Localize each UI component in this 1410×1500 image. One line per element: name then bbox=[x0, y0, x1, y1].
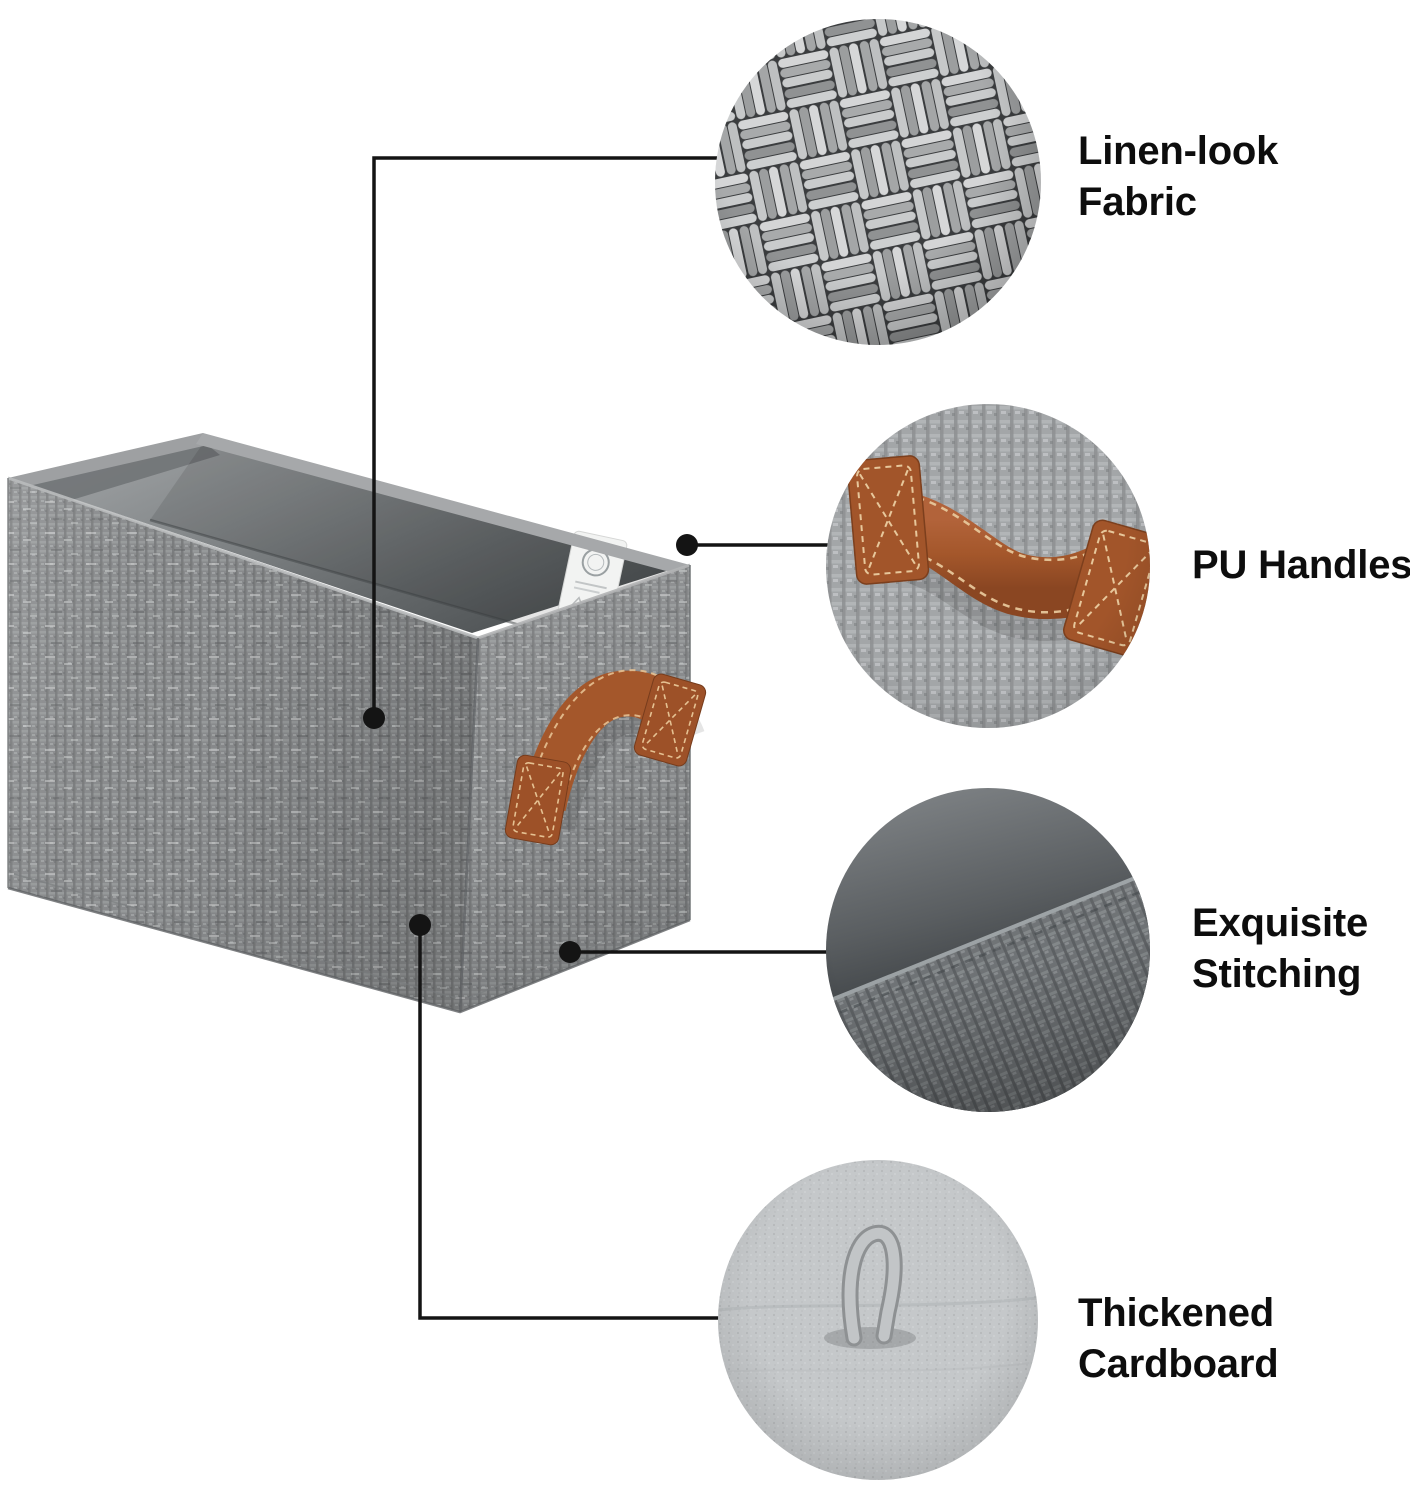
dot-cardboard bbox=[409, 914, 431, 936]
handle-stitch-patch-left bbox=[504, 754, 572, 846]
feature-label-line: Exquisite bbox=[1192, 901, 1369, 945]
linen-weave-texture bbox=[715, 19, 1041, 345]
bin-interior bbox=[20, 442, 682, 633]
feature-label-line: Thickened bbox=[1078, 1291, 1275, 1335]
connector-cardboard bbox=[418, 925, 719, 1320]
feature-label-line: PU Handles bbox=[1192, 543, 1410, 587]
feature-label-thickened-cardboard: Thickened Cardboard bbox=[1078, 1288, 1279, 1390]
dot-stitching bbox=[559, 941, 581, 963]
pu-handle bbox=[504, 669, 707, 846]
connector-linen-fabric bbox=[372, 156, 717, 718]
callout-photo-stitching bbox=[826, 788, 1150, 1112]
feature-label-linen-look-fabric: Linen-look Fabric bbox=[1078, 126, 1278, 228]
callout-photo-pu-handle bbox=[826, 404, 1150, 728]
feature-label-line: Cardboard bbox=[1078, 1342, 1279, 1387]
feature-label-line: Linen-look bbox=[1078, 129, 1279, 173]
feature-label-exquisite-stitching: Exquisite Stitching bbox=[1192, 898, 1368, 1000]
callout-dots bbox=[363, 534, 698, 963]
cardboard-closeup bbox=[718, 1160, 1038, 1480]
bin-interior-left-wall bbox=[20, 442, 220, 506]
pu-handle-closeup bbox=[826, 404, 1150, 728]
storage-bin bbox=[7, 433, 707, 1014]
feature-label-line: Stitching bbox=[1192, 952, 1362, 997]
dot-linen-fabric bbox=[363, 707, 385, 729]
handle-stitch-patch-right bbox=[633, 673, 707, 767]
feature-label-line: Fabric bbox=[1078, 180, 1197, 225]
callout-photo-linen-fabric bbox=[715, 19, 1041, 345]
dot-pu-handles bbox=[676, 534, 698, 556]
callout-connectors bbox=[372, 156, 828, 1320]
bin-front-face bbox=[8, 478, 478, 1012]
stitching-closeup bbox=[826, 788, 1150, 1112]
feature-label-pu-handles: PU Handles bbox=[1192, 540, 1410, 591]
callout-photo-cardboard bbox=[718, 1160, 1038, 1480]
